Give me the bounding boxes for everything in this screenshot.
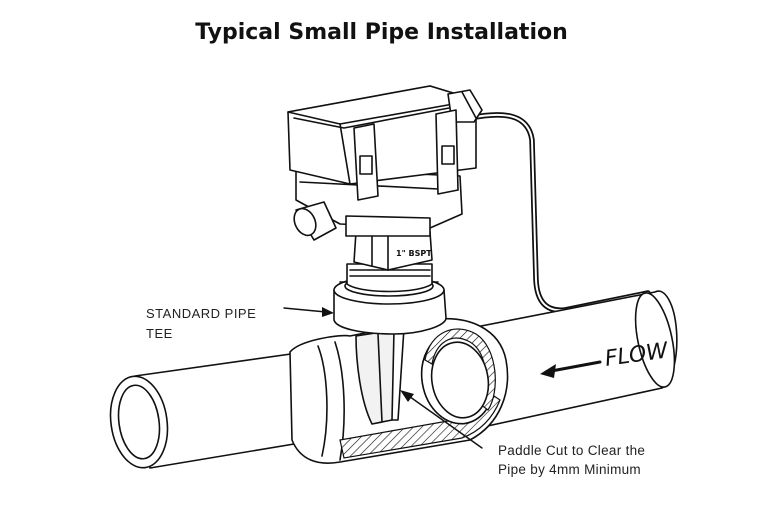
paddle	[355, 327, 405, 425]
side-knob	[293, 201, 337, 241]
left-pipe	[109, 351, 319, 469]
paddle-label-line1: Paddle Cut to Clear the	[498, 443, 645, 458]
bspt-adaptor: 1" BSPT	[346, 223, 433, 293]
paddle-label-line2: Pipe by 4mm Minimum	[498, 462, 641, 477]
pipe-tee-label-line1: STANDARD PIPE	[146, 306, 256, 321]
pipe-tee-label-line2: TEE	[146, 326, 173, 341]
cover-clip-right	[435, 109, 459, 195]
pipe-tee-body	[289, 318, 509, 464]
cover-clip-left	[353, 123, 379, 201]
bspt-label: 1" BSPT	[396, 249, 432, 258]
sensor-cable	[467, 112, 651, 313]
callout-paddle: Paddle Cut to Clear the Pipe by 4mm Mini…	[400, 390, 645, 477]
diagram-title: Typical Small Pipe Installation	[195, 20, 568, 45]
actuator-head	[287, 85, 483, 241]
callout-pipe-tee: STANDARD PIPE TEE	[146, 306, 334, 341]
